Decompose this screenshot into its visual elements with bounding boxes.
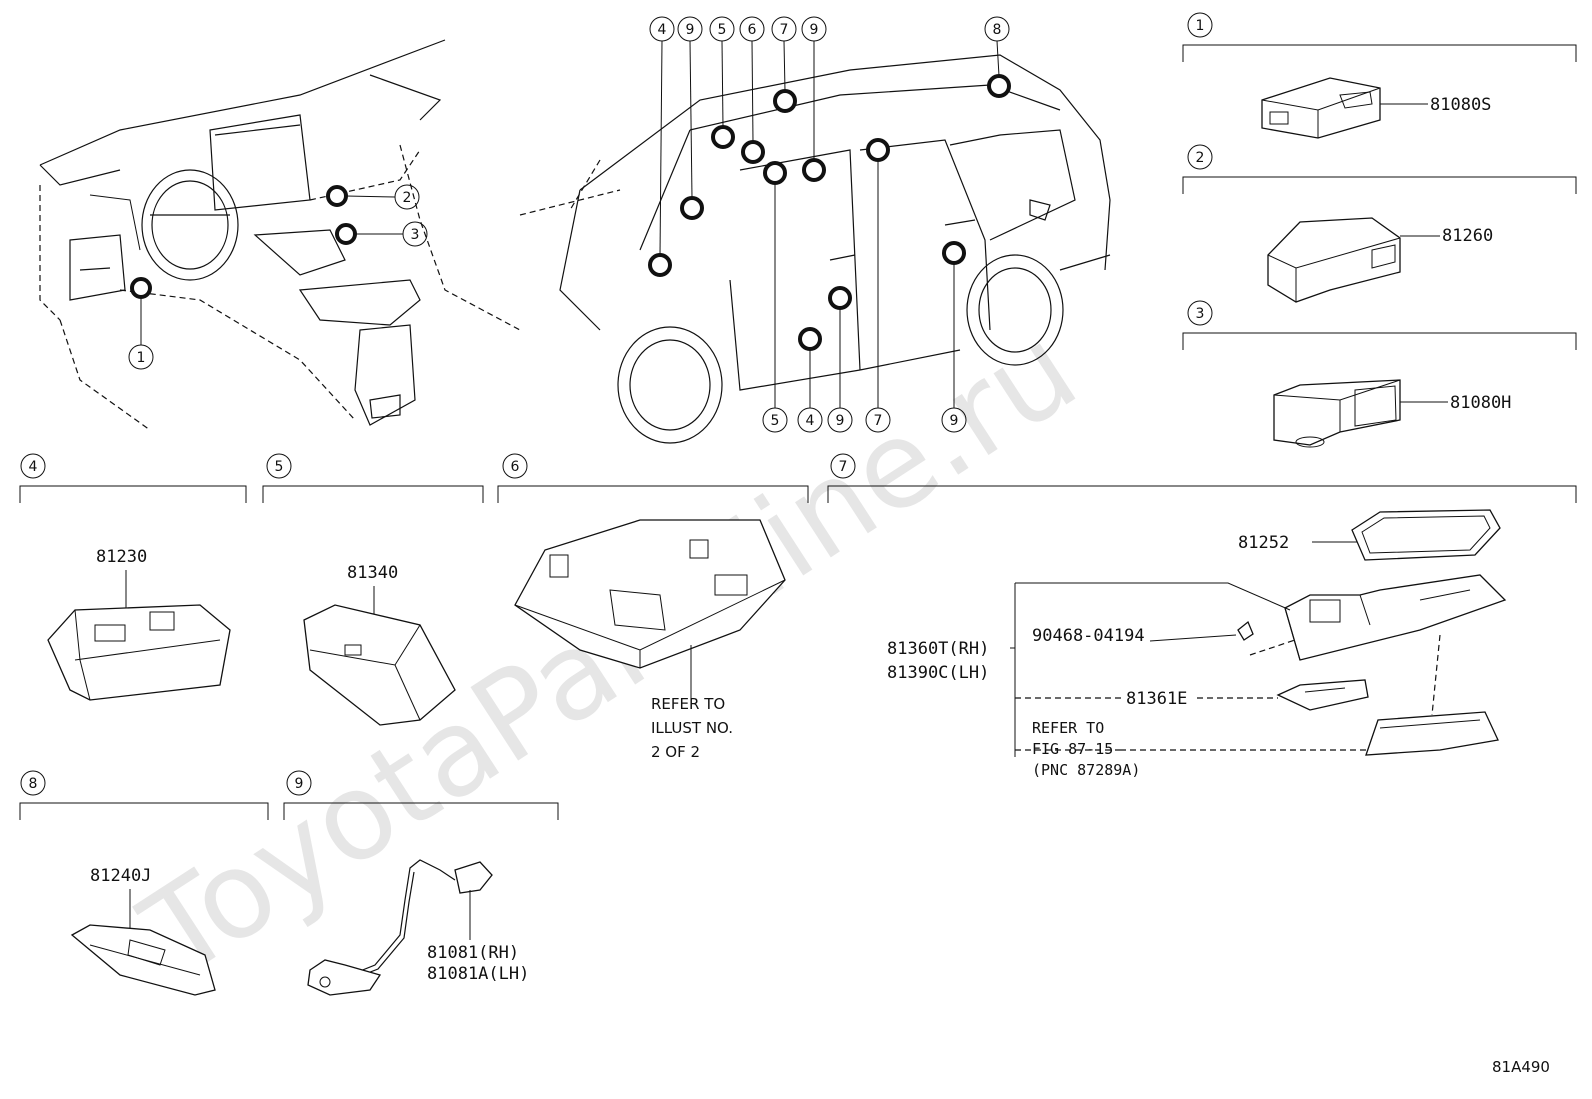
section-7-note-line-2: FIG 87-15 xyxy=(1032,740,1113,758)
section-6-note-line-3: 2 OF 2 xyxy=(651,743,700,761)
section-8-number: 8 xyxy=(29,776,38,792)
section-4-number: 4 xyxy=(29,459,38,475)
callout-bottom-7: 7 xyxy=(874,413,883,429)
part-81080S: 81080S xyxy=(1430,95,1491,115)
callout-top-5: 5 xyxy=(718,22,727,38)
section-6-note-line-2: ILLUST NO. xyxy=(651,719,733,737)
dashboard-illustration xyxy=(39,39,521,431)
callout-top-6: 6 xyxy=(748,22,757,38)
section-3-number: 3 xyxy=(1196,306,1205,322)
callout-top-7: 7 xyxy=(780,22,789,38)
overview-callout-3: 3 xyxy=(411,227,420,243)
part-81252: 81252 xyxy=(1238,533,1289,553)
callout-top-4: 4 xyxy=(658,22,667,38)
part-81390C-LH: 81390C(LH) xyxy=(887,663,989,683)
section-7-note-line-3: (PNC 87289A) xyxy=(1032,761,1140,779)
overview-marker-2: 2 xyxy=(326,184,420,210)
overview-callout-1: 1 xyxy=(137,350,146,366)
figure-code: 81A490 xyxy=(1492,1058,1550,1076)
section-8: 8 81240J xyxy=(19,770,269,996)
section-9-number: 9 xyxy=(295,776,304,792)
section-6-number: 6 xyxy=(511,459,520,475)
part-81081A-LH: 81081A(LH) xyxy=(427,964,529,984)
section-6: 6 REFER TO ILLUST NO. 2 OF 2 xyxy=(497,453,809,761)
part-81080H: 81080H xyxy=(1450,393,1511,413)
section-1-number: 1 xyxy=(1196,18,1205,34)
part-81340: 81340 xyxy=(347,563,398,583)
section-2-number: 2 xyxy=(1196,150,1205,166)
part-90468-04194: 90468-04194 xyxy=(1032,626,1145,646)
section-5-number: 5 xyxy=(275,459,284,475)
vehicle-callouts-top: 4 9 5 6 7 9 8 xyxy=(649,16,1010,42)
section-7-note-line-1: REFER TO xyxy=(1032,719,1104,737)
callout-top-9a: 9 xyxy=(686,22,695,38)
section-3: 3 81080H xyxy=(1182,300,1577,448)
callout-top-9b: 9 xyxy=(810,22,819,38)
overview-callout-2: 2 xyxy=(403,190,412,206)
section-2: 2 81260 xyxy=(1182,144,1577,303)
section-1: 1 81080S xyxy=(1182,12,1577,139)
vehicle-illustration xyxy=(519,54,1111,444)
part-81360T-RH: 81360T(RH) xyxy=(887,639,989,659)
part-81361E: 81361E xyxy=(1126,689,1187,709)
callout-bottom-4: 4 xyxy=(806,413,815,429)
overview-marker-3: 3 xyxy=(335,221,428,247)
callout-bottom-9b: 9 xyxy=(950,413,959,429)
section-4: 4 81230 xyxy=(19,453,247,701)
overview-marker-1: 1 xyxy=(128,277,154,370)
part-81230: 81230 xyxy=(96,547,147,567)
section-6-note-line-1: REFER TO xyxy=(651,695,725,713)
vehicle-markers xyxy=(648,40,1011,408)
callout-top-8: 8 xyxy=(993,22,1002,38)
part-81260: 81260 xyxy=(1442,226,1493,246)
vehicle-callouts-bottom: 5 4 9 7 9 xyxy=(762,407,967,433)
section-7: 7 81252 81360T(RH) 81390C xyxy=(827,453,1577,779)
section-9: 9 81081(RH) 81081A(LH) xyxy=(283,770,559,996)
section-7-number: 7 xyxy=(839,459,848,475)
part-81240J: 81240J xyxy=(90,866,151,886)
part-81081-RH: 81081(RH) xyxy=(427,943,519,963)
callout-bottom-5: 5 xyxy=(771,413,780,429)
section-5: 5 81340 xyxy=(262,453,484,726)
callout-bottom-9a: 9 xyxy=(836,413,845,429)
